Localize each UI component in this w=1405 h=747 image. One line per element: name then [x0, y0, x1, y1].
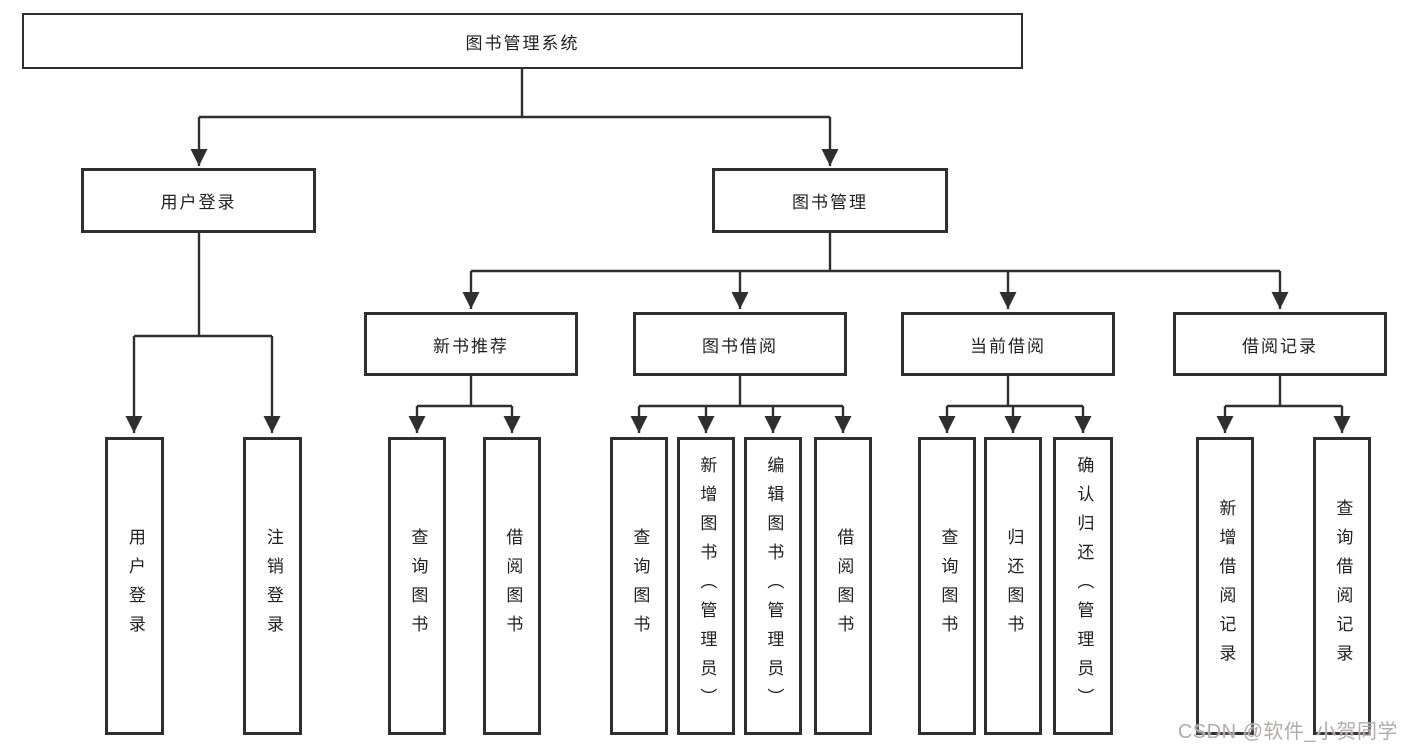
leaf-return-book-label: 归还图书: [1004, 528, 1024, 644]
node-new-book-recommend: 新书推荐: [364, 312, 578, 376]
leaf-borrow-books-borrowing: 借阅图书: [814, 437, 872, 735]
leaf-confirm-return-admin-label: 确认归还（管理员）: [1074, 455, 1094, 717]
node-book-management: 图书管理: [712, 168, 948, 233]
leaf-query-books-recommend: 查询图书: [388, 437, 446, 735]
leaf-add-book-admin: 新增图书（管理员）: [677, 437, 735, 735]
node-root-library-system: 图书管理系统: [22, 13, 1023, 69]
leaf-add-borrow-record: 新增借阅记录: [1196, 437, 1254, 735]
leaf-borrow-books-borrowing-label: 借阅图书: [834, 528, 854, 644]
leaf-borrow-books-recommend-label: 借阅图书: [503, 528, 523, 644]
leaf-logout: 注销登录: [243, 437, 302, 735]
leaf-borrow-books-recommend: 借阅图书: [483, 437, 541, 735]
leaf-user-login: 用户登录: [105, 437, 164, 735]
leaf-query-books-recommend-label: 查询图书: [408, 528, 428, 644]
leaf-query-books-borrowing: 查询图书: [610, 437, 668, 735]
node-user-login: 用户登录: [81, 168, 316, 233]
csdn-watermark: CSDN @软件_小贺同学: [1177, 721, 1398, 743]
leaf-add-book-admin-label: 新增图书（管理员）: [697, 455, 717, 717]
leaf-query-books-current: 查询图书: [918, 437, 976, 735]
leaf-confirm-return-admin: 确认归还（管理员）: [1053, 437, 1113, 735]
node-book-borrowing: 图书借阅: [633, 312, 847, 376]
leaf-user-login-label: 用户登录: [125, 528, 145, 644]
node-borrowing-records: 借阅记录: [1173, 312, 1387, 376]
leaf-query-books-current-label: 查询图书: [938, 528, 958, 644]
leaf-query-borrow-record-label: 查询借阅记录: [1333, 499, 1353, 673]
leaf-add-borrow-record-label: 新增借阅记录: [1216, 499, 1236, 673]
node-current-borrowing: 当前借阅: [901, 312, 1115, 376]
leaf-query-borrow-record: 查询借阅记录: [1313, 437, 1371, 735]
leaf-logout-label: 注销登录: [263, 528, 283, 644]
leaf-edit-book-admin-label: 编辑图书（管理员）: [764, 455, 784, 717]
leaf-query-books-borrowing-label: 查询图书: [630, 528, 650, 644]
leaf-return-book: 归还图书: [984, 437, 1042, 735]
leaf-edit-book-admin: 编辑图书（管理员）: [744, 437, 802, 735]
